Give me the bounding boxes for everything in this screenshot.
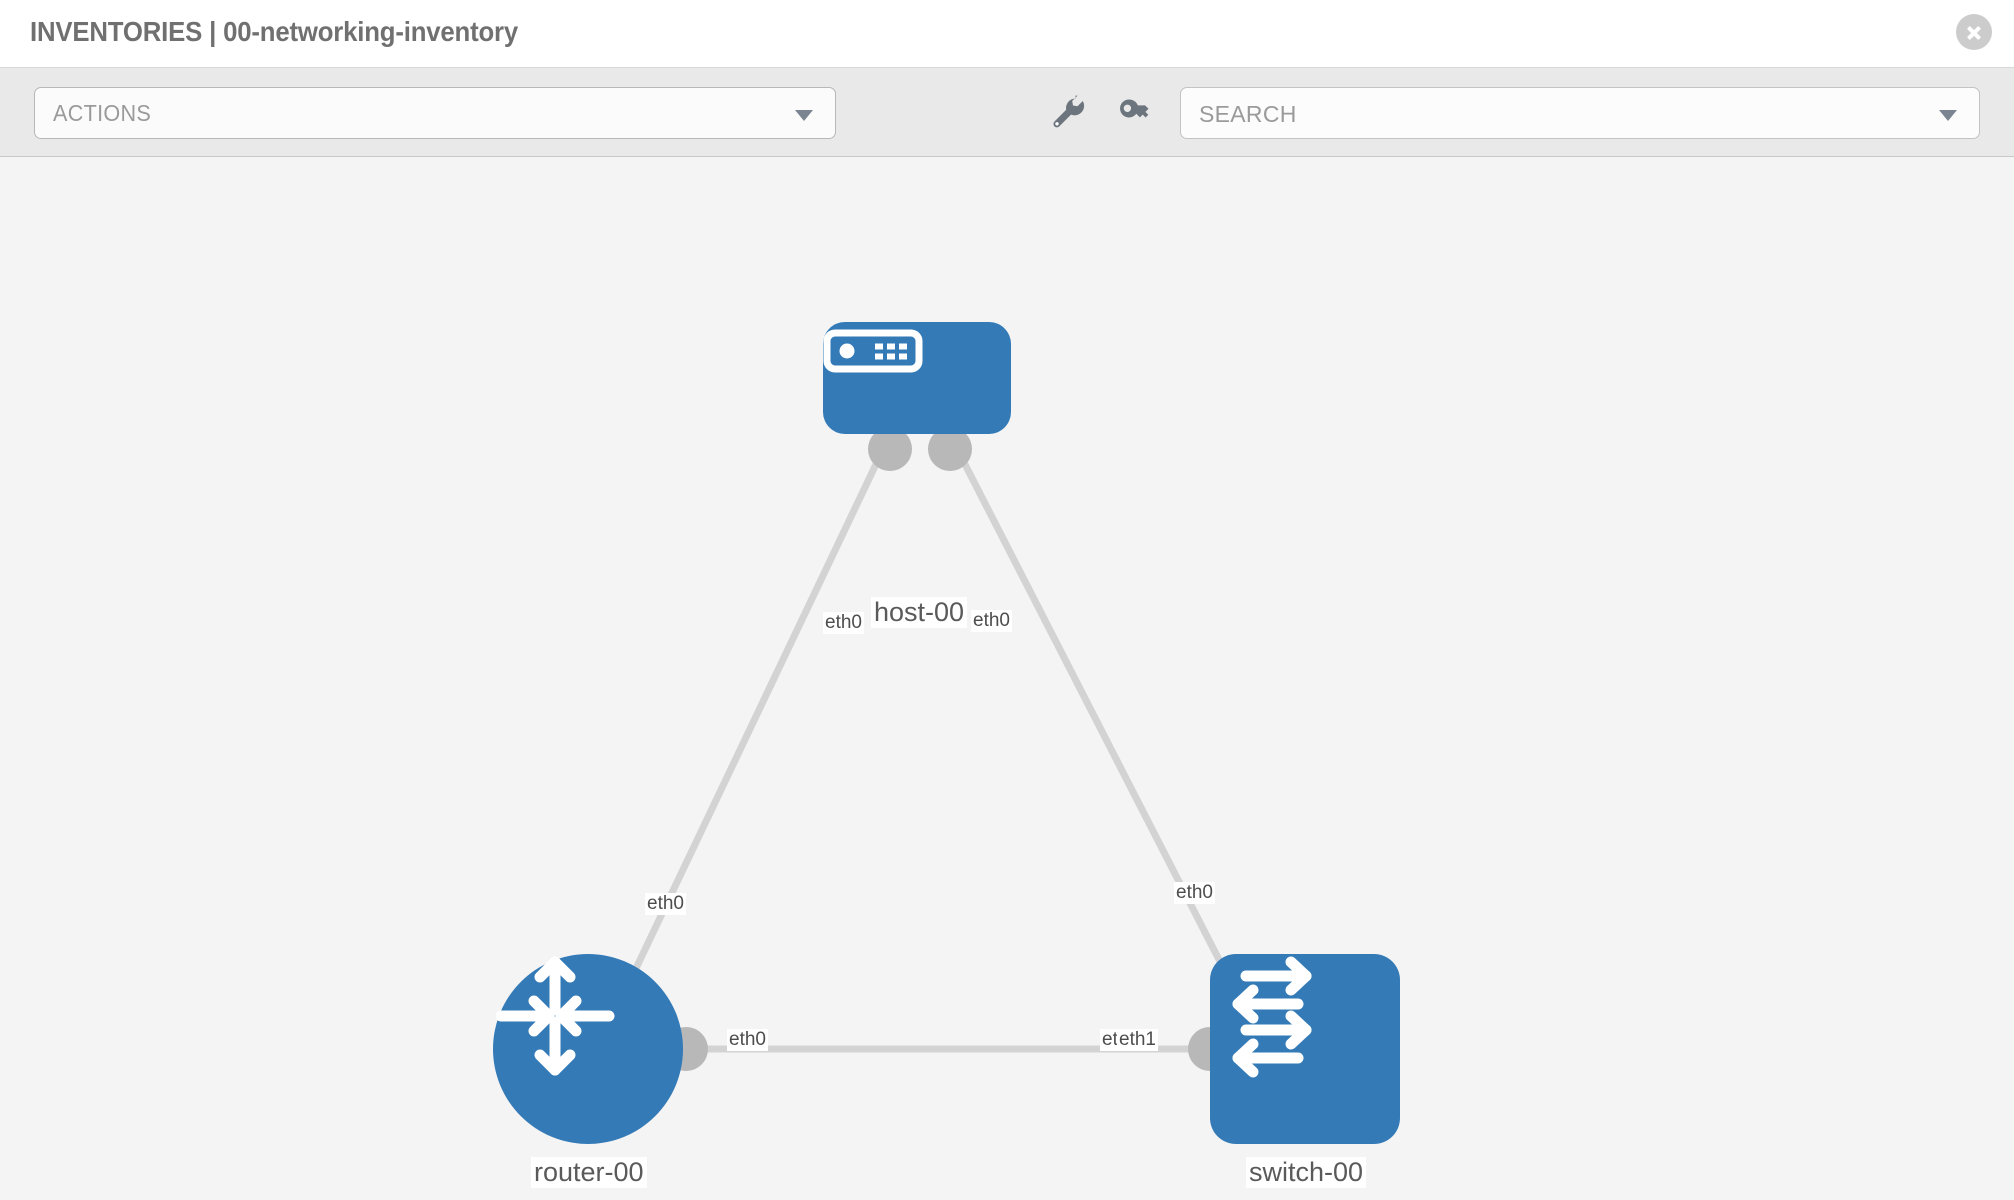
link-host-router [616, 437, 892, 1004]
actions-dropdown[interactable]: ACTIONS [34, 87, 836, 139]
connector-host-left [868, 427, 912, 471]
router-arrows-icon [495, 956, 615, 1076]
chevron-down-icon[interactable] [1939, 110, 1957, 121]
node-switch-00[interactable] [1210, 954, 1400, 1144]
search-field[interactable] [1180, 87, 1980, 140]
wrench-icon[interactable] [1044, 90, 1088, 134]
toolbar: ACTIONS [0, 68, 2014, 157]
topology-canvas[interactable]: host-00 router-00 switch-00 eth0 eth0 et… [0, 157, 2014, 1200]
node-host-00[interactable] [823, 322, 1011, 434]
server-icon [823, 329, 923, 373]
actions-dropdown-label: ACTIONS [53, 100, 152, 126]
close-icon[interactable] [1956, 14, 1992, 50]
chevron-down-icon [795, 110, 813, 121]
page-header: INVENTORIES | 00-networking-inventory [0, 0, 2014, 68]
switch-arrows-icon [1232, 956, 1312, 1078]
page-title: INVENTORIES | 00-networking-inventory [30, 16, 519, 47]
link-host-switch [948, 437, 1236, 987]
topology-links-layer [602, 427, 1256, 1071]
node-router-00[interactable] [493, 954, 683, 1144]
connector-host-right [928, 427, 972, 471]
search-input[interactable] [1197, 88, 1901, 140]
key-icon[interactable] [1112, 90, 1156, 134]
